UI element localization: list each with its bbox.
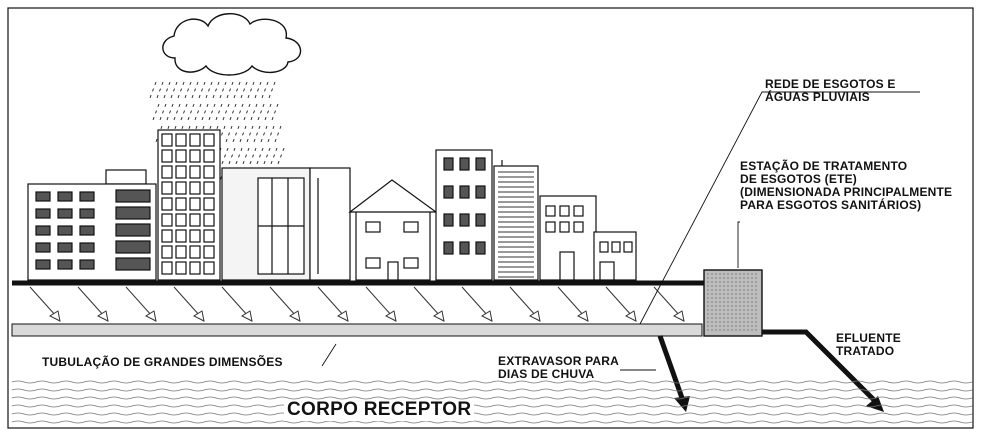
building-6: [493, 160, 539, 281]
buildings: [27, 129, 637, 281]
building-2: [157, 129, 221, 281]
label-sewer-network: REDE DE ESGOTOS E ÁGUAS PLUVIAIS: [765, 77, 896, 104]
effluent-pipe: [762, 329, 880, 406]
label-receiving-body: CORPO RECEPTOR: [284, 399, 475, 421]
label-treatment-plant: ESTAÇÃO DE TRATAMENTO DE ESGOTOS (ETE) (…: [740, 159, 953, 212]
effluent-arrowhead: [866, 396, 884, 412]
label-overflow: EXTRAVASOR PARA DIAS DE CHUVA: [498, 354, 620, 381]
building-3: [221, 167, 311, 281]
overflow-arrowhead: [674, 396, 690, 412]
large-pipe: [11, 323, 703, 337]
building-5: [435, 149, 493, 281]
diagram-frame: [7, 7, 974, 429]
treatment-plant-box: [703, 269, 763, 337]
receiving-water: [11, 380, 973, 424]
building-1: [27, 169, 157, 281]
building-4: [309, 167, 351, 281]
label-large-pipe: TUBULAÇÃO DE GRANDES DIMENSÕES: [42, 355, 283, 369]
label-effluent: EFLUENTE TRATADO: [836, 331, 901, 358]
leader-lines: [321, 91, 920, 371]
overflow-pipe: [657, 335, 685, 399]
rain-cloud-icon: [162, 13, 302, 76]
building-8: [593, 231, 637, 281]
house: [348, 179, 438, 281]
inlet-arrows: [29, 286, 685, 322]
building-7: [539, 195, 597, 281]
